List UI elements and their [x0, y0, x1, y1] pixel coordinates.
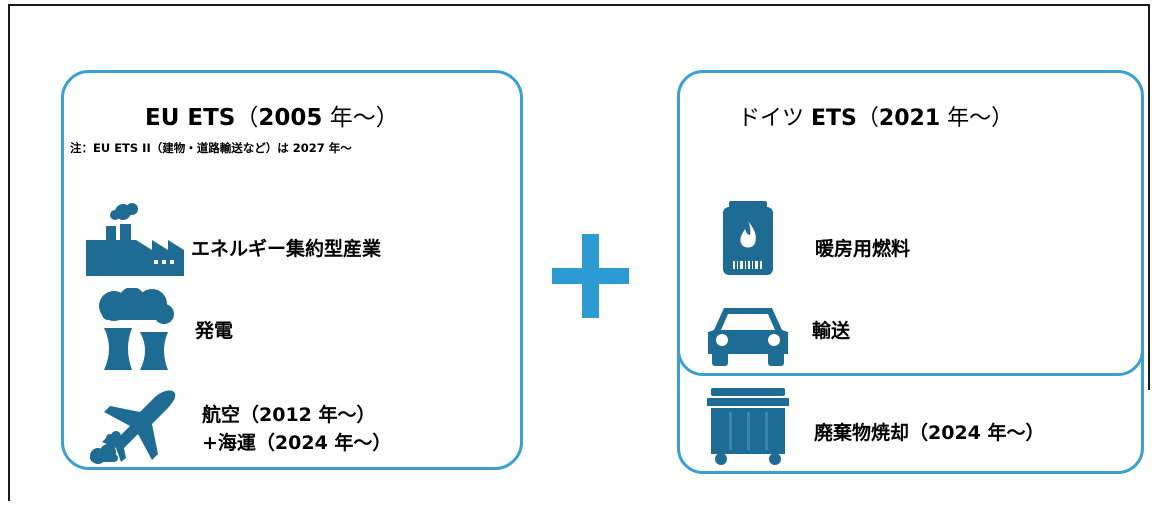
eu-ets-title-main: EU ETS — [145, 105, 236, 131]
de-item-heating-label: 暖房用燃料 — [815, 238, 911, 260]
waste-container-icon — [707, 388, 789, 465]
de-ets-title-main: ETS — [811, 106, 857, 131]
de-ets-title-year: 2021 — [878, 106, 941, 131]
eu-item-aviation-label: 航空（2012 年～） — [202, 404, 376, 426]
de-ets-title: ドイツ ETS（2021 年～） — [738, 100, 1013, 132]
eu-ets-note: 注：EU ETS II（建物・道路輸送など）は 2027 年～ — [70, 141, 352, 155]
eu-item-industry-label: エネルギー集約型産業 — [191, 238, 382, 260]
de-ets-title-prefix: ドイツ — [738, 106, 805, 131]
frame-left-edge — [8, 4, 10, 501]
eu-item-maritime-label: +海運（2024 年～） — [202, 432, 392, 454]
eu-item-power-label: 発電 — [195, 320, 234, 342]
de-item-transport-label: 輸送 — [812, 320, 851, 342]
power-plant-icon — [99, 288, 174, 370]
car-icon — [708, 308, 788, 366]
eu-ets-title: EU ETS（2005 年～） — [145, 98, 399, 132]
heating-fuel-icon — [723, 201, 773, 275]
factory-icon — [86, 203, 184, 276]
plus-icon-vertical — [582, 234, 599, 318]
de-ets-title-paren: （ — [856, 106, 879, 131]
eu-ets-title-year: 2005 — [258, 105, 323, 131]
eu-ets-title-suffix: 年～） — [329, 105, 399, 131]
de-item-waste-label: 廃棄物焼却（2024 年～） — [814, 422, 1045, 444]
eu-ets-title-paren: （ — [235, 105, 259, 131]
de-ets-title-suffix: 年～） — [947, 106, 1014, 131]
frame-right-edge — [1148, 4, 1150, 390]
airplane-icon — [90, 390, 176, 464]
